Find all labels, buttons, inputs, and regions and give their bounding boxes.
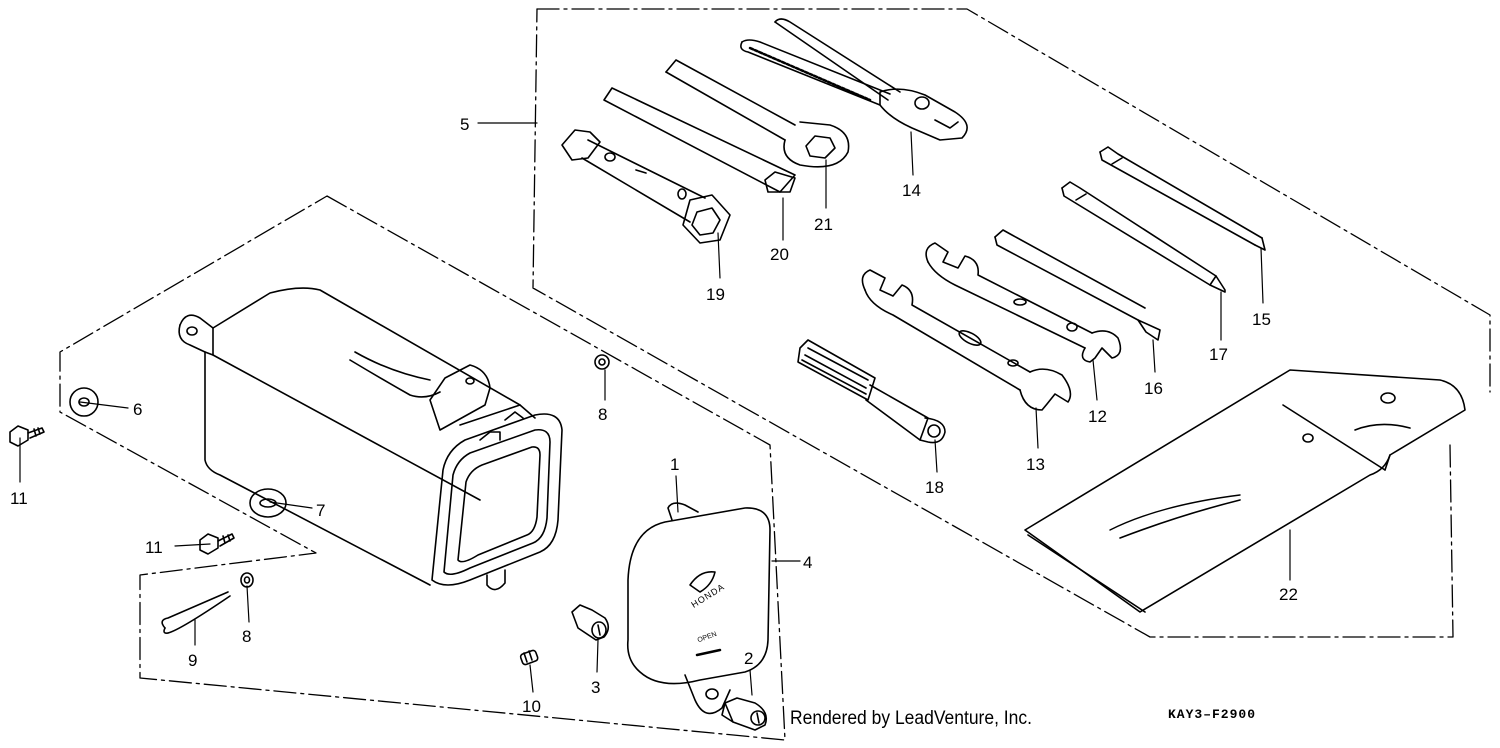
callout-11-lower: 11 [145,538,163,557]
ring-spanner [665,59,850,168]
tool-kit-boundary [532,8,1491,638]
callout-11-upper: 11 [10,489,28,508]
open-end-wrench-14x17 [925,242,1122,363]
drawing-code: KAY3–F2900 [1168,707,1257,722]
screwdriver-15 [1099,146,1266,251]
tool-case [178,287,563,591]
callout-22: 22 [1279,585,1298,604]
callout-13: 13 [1026,455,1045,474]
callout-9: 9 [188,651,197,670]
tool-case-lid [626,502,771,715]
callout-8-lower: 8 [242,627,251,646]
key-bolt [721,697,768,731]
callout-7: 7 [316,501,325,520]
callout-8-upper: 8 [598,405,607,424]
pliers [740,18,968,141]
screwdriver-handle-bar [603,87,796,193]
callout-20: 20 [770,245,789,264]
tool-bag [1024,369,1466,613]
callout-12: 12 [1088,407,1107,426]
callout-6: 6 [133,400,142,419]
washer-8-lower [240,572,254,588]
callout-numbers: 1 2 3 4 5 6 7 8 8 9 10 11 11 12 13 14 15… [10,115,1298,716]
flange-bolt-upper [9,425,45,447]
callout-16: 16 [1144,379,1163,398]
screwdriver-17 [1061,181,1226,293]
plug-wrench [561,129,731,244]
callout-10: 10 [522,697,541,716]
callout-15: 15 [1252,310,1271,329]
open-lettering: OPEN [697,631,718,644]
cotter-pin [161,591,231,634]
grommet-7 [249,488,287,518]
lock-cylinder [571,604,610,641]
credit-text: Rendered by LeadVenture, Inc. [790,708,1032,729]
callout-14: 14 [902,181,921,200]
grommet-6 [69,387,99,417]
screwdriver-grip [797,339,946,444]
callout-21: 21 [814,215,833,234]
callout-2: 2 [744,649,753,668]
callout-17: 17 [1209,345,1228,364]
open-end-wrench-10x12 [861,269,1072,411]
callout-18: 18 [925,478,944,497]
callout-19: 19 [706,285,725,304]
screwdriver-16 [994,229,1161,341]
callout-4: 4 [803,553,812,572]
spring-pin [519,649,539,666]
flange-bolt-lower [199,533,235,555]
washer-8-upper [594,354,610,370]
callout-3: 3 [591,678,600,697]
callout-5: 5 [460,115,469,134]
callout-1: 1 [670,455,679,474]
tool-box-boundary [59,195,786,741]
